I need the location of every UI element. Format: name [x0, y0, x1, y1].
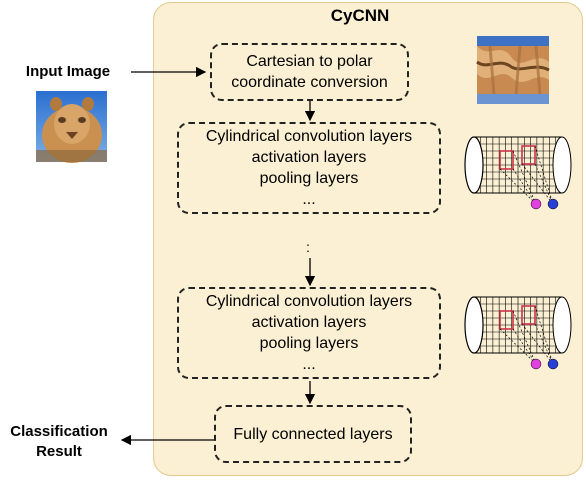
- cylinder-grid-icon: [464, 296, 572, 370]
- block1-line2: activation layers: [251, 149, 367, 166]
- polar-image: [476, 36, 550, 104]
- block2-line3: pooling layers: [259, 335, 359, 352]
- lion-image: [36, 91, 107, 163]
- result-line2: Result: [36, 443, 82, 460]
- block2-line4: ...: [302, 356, 316, 373]
- classification-result-label: Classification Result: [0, 422, 118, 462]
- cylindrical-block-1: Cylindrical convolution layers activatio…: [177, 122, 441, 214]
- block1-line1: Cylindrical convolution layers: [205, 128, 413, 145]
- cylindrical-block-2: Cylindrical convolution layers activatio…: [177, 287, 441, 379]
- cylinder-grid-icon: [464, 136, 572, 210]
- fc-box-label: Fully connected layers: [233, 425, 393, 443]
- input-image-label: Input Image: [25, 63, 111, 80]
- diagram-title: CyCNN: [330, 6, 390, 25]
- fully-connected-box: Fully connected layers: [214, 405, 412, 463]
- result-line1: Classification: [10, 423, 108, 440]
- between-blocks-dots: :: [306, 239, 310, 255]
- polar-conversion-box: Cartesian to polar coordinate conversion: [210, 43, 409, 101]
- block1-line3: pooling layers: [259, 170, 359, 187]
- polar-box-line1: Cartesian to polar: [246, 53, 373, 70]
- block2-line1: Cylindrical convolution layers: [205, 293, 413, 310]
- block2-line2: activation layers: [251, 314, 367, 331]
- block1-line4: ...: [302, 191, 316, 208]
- polar-box-line2: coordinate conversion: [231, 74, 388, 91]
